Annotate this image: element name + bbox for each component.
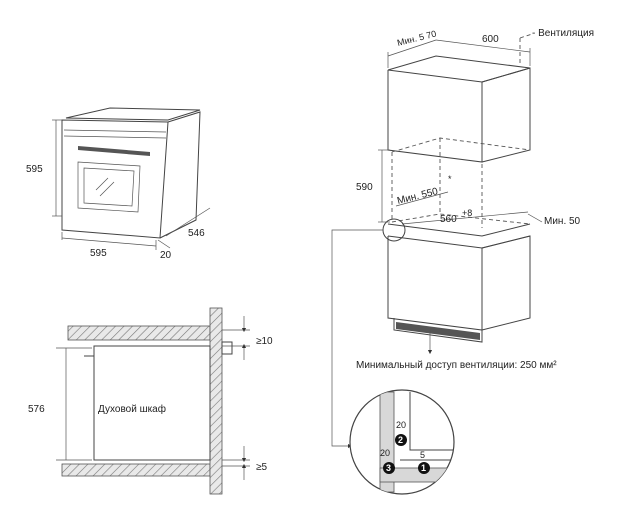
cabinet-iso-view [331,33,543,449]
vent-note: Минимальный доступ вентиляции: 250 мм² [356,360,557,371]
detail-dim-top: 20 [396,420,406,430]
badge-2 [395,434,407,446]
oven-handle [78,146,150,156]
badge-3 [383,462,395,474]
side-wall [209,307,223,495]
oven-iso-view [52,107,211,250]
oven-top-face [65,107,201,121]
oven-depth-label: 546 [188,228,205,239]
side-section-view [56,307,250,495]
niche-width-tolerance: +8 [462,208,472,218]
oven-height-label: 595 [26,164,43,175]
ventilation-label: - Вентиляция [532,28,594,39]
oven-window [77,161,141,213]
oven-width-label: 595 [90,248,107,259]
detail-dim-left: 20 [380,448,390,458]
oven-offset-label: 20 [160,250,172,261]
badge-1 [418,462,430,474]
badge-2-text: 2 [398,435,403,445]
oven-side-face [159,111,201,239]
oven-caption: Духовой шкаф [98,403,166,415]
badge-3-text: 3 [386,463,391,473]
lower-shelf [61,463,211,477]
bottom-gap-label: ≥5 [256,462,267,473]
detail-dim-bottom: 5 [420,450,425,460]
top-gap-label: ≥10 [256,336,273,347]
cabinet-min-depth-label: Мин. 5 70 [396,29,437,48]
cabinet-top-face [387,55,531,83]
niche-asterisk: * [448,174,452,184]
min-gap-label: Мин. 50 [544,216,581,227]
niche-width-label: 560 [440,214,457,225]
section-height-label: 576 [28,404,45,415]
detail-zoom [349,389,455,495]
upper-shelf [67,325,211,341]
oven-body [93,345,211,461]
cabinet-height-label: 590 [356,182,373,193]
cabinet-width-label: 600 [482,34,499,45]
niche-min-depth-label: Мин. 550 [396,186,440,207]
badge-1-text: 1 [421,463,426,473]
